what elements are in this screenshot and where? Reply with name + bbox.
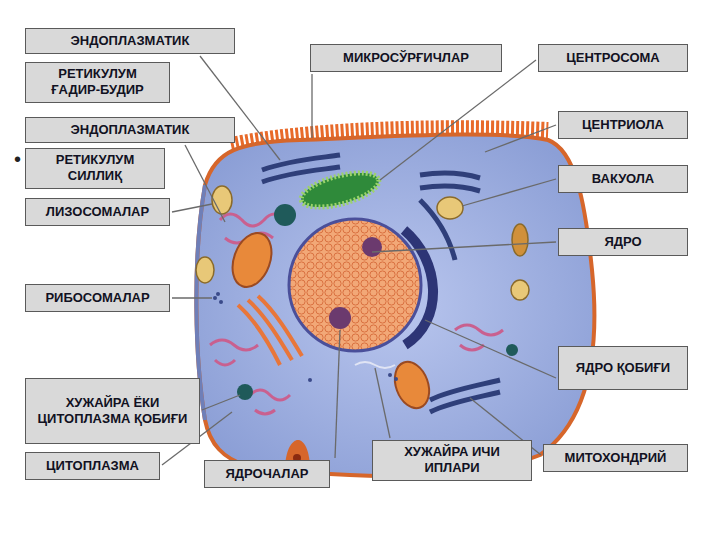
organelle-label: МИКРОСЎРҒИЧЛАР	[343, 50, 469, 66]
bullet-mark: •	[14, 148, 21, 171]
organelle-label: ЯДРОЧАЛАР	[225, 466, 308, 482]
label-box: ЭНДОПЛАЗМАТИК	[25, 28, 235, 54]
organelle-label: ЦЕНТРИОЛА	[582, 117, 664, 133]
label-box: ЭНДОПЛАЗМАТИК	[25, 117, 235, 143]
organelle-label: РИБОСОМАЛАР	[45, 290, 149, 306]
label-box: ЦИТОПЛАЗМА	[25, 452, 160, 480]
label-box: РИБОСОМАЛАР	[25, 284, 170, 312]
organelle-label: ЭНДОПЛАЗМАТИК	[71, 122, 190, 138]
label-box: ЯДРОЧАЛАР	[204, 460, 330, 488]
label-box: ЯДРО	[558, 228, 688, 256]
organelle-label: МИТОХОНДРИЙ	[565, 450, 667, 466]
organelle-label: ЦИТОПЛАЗМА	[46, 458, 139, 474]
organelle-label: ЯДРО	[604, 234, 641, 250]
organelle-label: ЯДРО ҚОБИҒИ	[576, 360, 670, 376]
label-box: ЦЕНТРИОЛА	[558, 111, 688, 139]
organelle-label: ХУЖАЙРА ИЧИ ИПЛАРИ	[381, 444, 523, 477]
organelle-label: ЛИЗОСОМАЛАР	[46, 204, 149, 220]
label-box: ЦЕНТРОСОМА	[538, 44, 688, 72]
label-box: ЯДРО ҚОБИҒИ	[558, 346, 688, 390]
organelle-label: РЕТИКУЛУМ СИЛЛИҚ	[34, 152, 156, 185]
label-box: РЕТИКУЛУМ СИЛЛИҚ	[25, 148, 165, 189]
organelle-label: ХУЖАЙРА ЁКИ ЦИТОПЛАЗМА ҚОБИҒИ	[34, 395, 191, 428]
label-box: ХУЖАЙРА ИЧИ ИПЛАРИ	[372, 440, 532, 481]
organelle-label: ЦЕНТРОСОМА	[566, 50, 660, 66]
label-box: МИТОХОНДРИЙ	[543, 444, 688, 472]
organelle-label: ВАКУОЛА	[592, 171, 654, 187]
label-box: ХУЖАЙРА ЁКИ ЦИТОПЛАЗМА ҚОБИҒИ	[25, 378, 200, 444]
label-box: МИКРОСЎРҒИЧЛАР	[310, 44, 502, 72]
label-box: ЛИЗОСОМАЛАР	[25, 198, 170, 226]
organelle-label: РЕТИКУЛУМ ҒАДИР-БУДИР	[34, 66, 161, 99]
label-box: РЕТИКУЛУМ ҒАДИР-БУДИР	[25, 62, 170, 103]
label-box: ВАКУОЛА	[558, 165, 688, 193]
organelle-label: ЭНДОПЛАЗМАТИК	[71, 33, 190, 49]
